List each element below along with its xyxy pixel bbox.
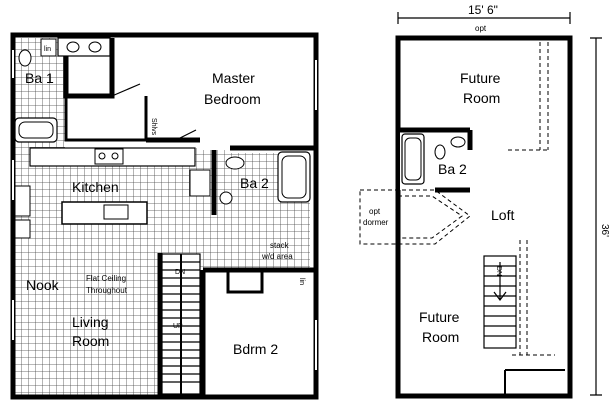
ba1-vanity-sinks [57,37,111,57]
opt-dormer-label-1: opt [369,207,381,216]
master-bedroom-label-2: Bedroom [204,91,261,107]
living-room-label-2: Room [72,333,109,349]
ba1-toilet-icon [18,49,32,67]
loft-toilet-icon [434,144,446,160]
stairs-dn-label: DN [175,269,185,276]
depth-dimension-line [590,37,602,396]
loft-bottom-closet [504,369,565,394]
opt-window-label: opt [475,24,487,33]
loft-sink-icon [450,136,466,148]
master-bath-wall [63,38,115,99]
master-bedroom-label-1: Master [212,70,255,86]
future-room-top-label-1: Future [460,70,501,86]
loft-plan: 15' 6" opt 36' DN Future Room Ba 2 [359,3,610,399]
master-south-wall [146,137,316,151]
width-dimension-line [397,12,571,24]
nook-living-tile-floor [15,253,160,395]
closet-wall [64,96,148,142]
loft-ba2-label: Ba 2 [438,161,467,177]
kitchen-label: Kitchen [72,179,119,195]
ba1-label: Ba 1 [25,70,54,86]
flat-ceiling-label-1: Flat Ceiling [86,274,126,283]
ba2-tub-inner [281,155,307,199]
nook-label: Nook [26,277,60,293]
closet-floor [68,96,146,138]
stack-label-1: stack [270,241,290,250]
ba2-sink-icon [225,156,245,170]
loft-bath-wall [400,127,473,193]
flat-ceiling-label-2: Throughout [86,286,128,295]
burner-1-icon [98,152,106,160]
master-door-swing [175,129,197,141]
pantry-icon [14,219,31,239]
shelves-label: Shlvs [150,118,157,136]
stair-wall [157,253,206,397]
lin-right-label: lin [298,278,305,285]
stairs-up-label: UP [173,323,183,330]
loft-stairs-dn-label: DN [495,266,502,276]
future-room-bottom-label-1: Future [419,309,460,325]
loft-exterior-wall [395,35,573,399]
island-sink-icon [103,204,129,220]
future-room-bottom-kneewall [512,240,555,356]
ba1-linen-cabinet [40,38,57,57]
depth-dimension-label: 36' [599,224,610,237]
stack-label-2: w/d area [261,252,293,261]
ba1-sink-right-icon [88,41,102,53]
burner-2-icon [111,152,119,160]
ba2-label: Ba 2 [240,175,269,191]
future-room-top-label-2: Room [463,90,500,106]
main-exterior-wall [10,32,319,400]
ba1-door-swing [111,83,141,97]
ba1-sink-left-icon [66,41,80,53]
main-floor-plan: lin Ba 1 Master Bedroom Shlvs Kitchen Ba… [10,32,319,400]
loft-tub-inner [404,137,422,181]
ba1-tub-inner [18,121,54,139]
ba2-vanity [189,169,211,197]
ba2-toilet-icon [219,191,233,205]
dormer-outline [359,189,471,245]
future-room-top-kneewall [508,42,549,151]
future-room-bottom-label-2: Room [422,329,459,345]
main-stairs [161,253,201,395]
refrigerator-icon [14,185,31,217]
lin-left-label: lin [44,46,51,53]
loft-label: Loft [491,207,514,223]
bdrm2-label: Bdrm 2 [233,341,278,357]
width-dimension-label: 15' 6" [468,3,498,17]
opt-dormer-label-2: dormer [363,218,389,227]
wd-area-tile-floor [225,218,310,270]
living-room-label-1: Living [72,314,109,330]
dormer-inner [398,195,463,239]
loft-stairs [483,255,517,349]
wd-wall [226,270,264,294]
